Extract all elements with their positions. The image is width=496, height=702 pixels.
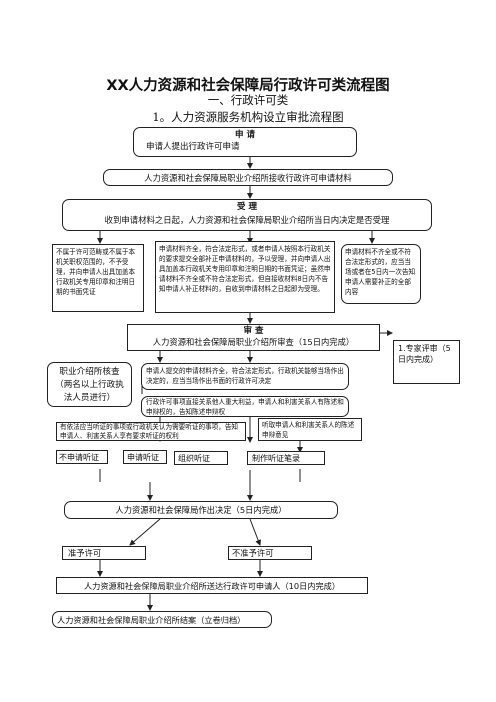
review-heading: 审 查	[243, 326, 264, 336]
onsite-decision-box: 申请人提交的申请材料齐全，符合法定形式，行政机关能够当场作出决定的，应当当场作出…	[141, 363, 349, 390]
accept-text: 收到申请材料之日起，人力资源和社会保障局职业介绍所当日内决定是否受理	[104, 215, 390, 225]
chart-subtitle: 1。人力资源服务机构设立审批流程图	[152, 110, 344, 124]
hearing-record-text: 制作听证笔录	[252, 454, 300, 463]
organize-hearing-box: 组织听证	[174, 451, 228, 465]
request-hearing-text: 申请听证	[127, 453, 159, 462]
review-check-box: 职业介绍所核查（两名以上行政执法人员进行）	[47, 362, 132, 407]
interest-text: 行政许可事项直接关系他人重大利益，申请人和利害关系人有陈述和申辩权的，告知陈述申…	[146, 398, 344, 416]
hearing-rights-text: 有依法应当听证的事项或行政机关认为需要听证的事项，告知申请人、利害关系人享有要求…	[60, 423, 239, 440]
archive-text: 人力资源和社会保障局职业介绍所结案（立卷归档）	[57, 615, 246, 625]
no-hearing-text: 不申请听证	[59, 453, 99, 462]
review-box: 审 查 人力资源和社会保障局职业介绍所审查（15日内完成）	[127, 324, 380, 351]
deny-text: 不准予许可	[232, 548, 274, 558]
deny-box: 不准予许可	[228, 546, 312, 560]
no-hearing-box: 不申请听证	[56, 450, 108, 464]
apply-box: 申 请 申请人提出行政许可申请	[133, 127, 357, 157]
expert-review-text: 1.专家评审（5 日内完成）	[398, 344, 451, 364]
reject-note-box: 不属于许可范畴或不属于本机关职权范围的，不予受理，并向申请人出具加盖本行政机关专…	[52, 244, 144, 312]
reject-note-text: 不属于许可范畴或不属于本机关职权范围的，不予受理，并向申请人出具加盖本行政机关专…	[56, 248, 136, 296]
accept-heading: 受 理	[237, 202, 257, 212]
archive-box: 人力资源和社会保障局职业介绍所结案（立卷归档）	[52, 611, 272, 628]
statement-text: 听取申请人和利害关系人的陈述申辩意见	[262, 421, 355, 439]
supplement-note-box: 申请材料不齐全或不符合法定形式的，应当当场或者在5日内一次告知申请人需要补正的全…	[341, 244, 421, 304]
supplement-note-text: 申请材料不齐全或不符合法定形式的，应当当场或者在5日内一次告知申请人需要补正的全…	[345, 248, 416, 296]
apply-heading: 申 请	[235, 130, 255, 140]
decision-box: 人力资源和社会保障局作出决定（5日内完成）	[64, 501, 338, 519]
hearing-rights-box: 有依法应当听证的事项或行政机关认为需要听证的事项，告知申请人、利害关系人享有要求…	[56, 422, 246, 441]
onsite-decision-text: 申请人提交的申请材料齐全，符合法定形式，行政机关能够当场作出决定的，应当当场作出…	[146, 367, 344, 385]
page-title: XX人力资源和社会保障局行政许可类流程图	[106, 78, 390, 94]
decision-text: 人力资源和社会保障局作出决定（5日内完成）	[115, 505, 287, 515]
expert-review-box: 1.专家评审（5 日内完成）	[393, 340, 460, 384]
grant-box: 准予许可	[62, 546, 146, 560]
statement-box: 听取申请人和利害关系人的陈述申辩意见	[258, 418, 362, 441]
hearing-record-box: 制作听证笔录	[247, 451, 325, 465]
review-check-text: 职业介绍所核查（两名以上行政执法人员进行）	[55, 367, 124, 403]
receive-box: 人力资源和社会保障局职业介绍所接收行政许可申请材料	[103, 169, 393, 186]
section-heading: 一、行政许可类	[207, 93, 289, 107]
interest-box: 行政许可事项直接关系他人重大利益，申请人和利害关系人有陈述和申辩权的，告知陈述申…	[141, 396, 349, 417]
request-hearing-box: 申请听证	[123, 450, 167, 464]
delivery-text: 人力资源和社会保障局职业介绍所送达行政许可申请人（10日内完成）	[83, 581, 341, 591]
organize-hearing-text: 组织听证	[178, 454, 210, 463]
accept-box: 受 理 收到申请材料之日起，人力资源和社会保障局职业介绍所当日内决定是否受理	[62, 199, 432, 231]
grant-text: 准予许可	[68, 548, 102, 558]
receive-text: 人力资源和社会保障局职业介绍所接收行政许可申请材料	[144, 173, 352, 183]
accept-note-text: 申请材料齐全，符合法定形式，或者申请人按照本行政机关的要求提交全部补正申请材料的…	[159, 245, 331, 293]
review-text: 人力资源和社会保障局职业介绍所审查（15日内完成）	[152, 337, 355, 347]
apply-text: 申请人提出行政许可申请	[146, 142, 240, 152]
accept-note-box: 申请材料齐全，符合法定形式，或者申请人按照本行政机关的要求提交全部补正申请材料的…	[155, 241, 335, 313]
delivery-box: 人力资源和社会保障局职业介绍所送达行政许可申请人（10日内完成）	[56, 577, 368, 594]
